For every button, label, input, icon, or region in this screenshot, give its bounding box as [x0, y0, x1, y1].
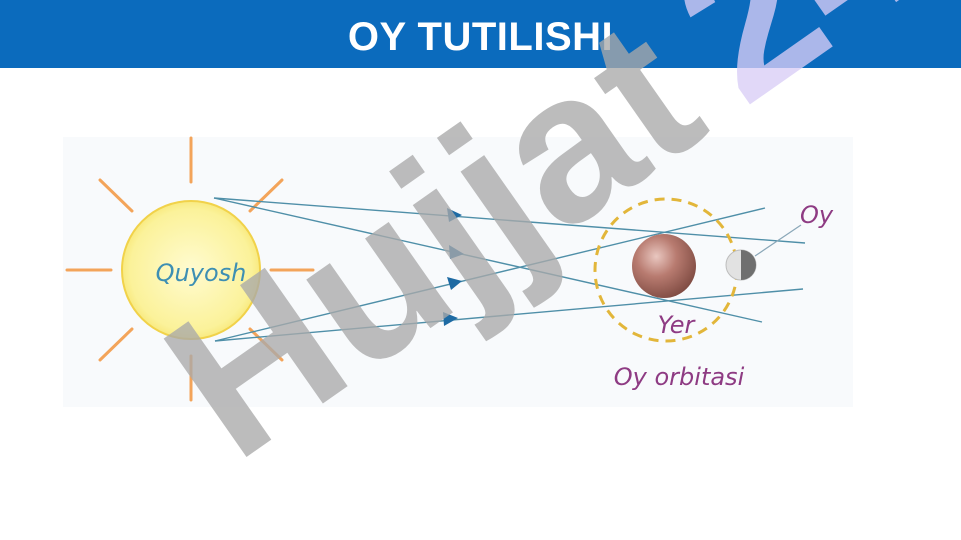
earth — [632, 234, 696, 298]
ray-arrows — [443, 208, 464, 326]
moon — [725, 249, 757, 281]
sun-label: Quyosh — [156, 259, 247, 287]
orbit-label: Oy orbitasi — [614, 363, 745, 391]
page-title: OY TUTILISHI — [347, 15, 614, 59]
moon-label: Oy — [800, 201, 834, 229]
earth-label: Yer — [658, 311, 697, 339]
title-bar: OY TUTILISHI — [0, 0, 961, 68]
moon-pointer-line — [754, 224, 802, 257]
sun-rays — [65, 136, 315, 402]
sun — [121, 200, 261, 340]
light-rays — [213, 197, 806, 342]
